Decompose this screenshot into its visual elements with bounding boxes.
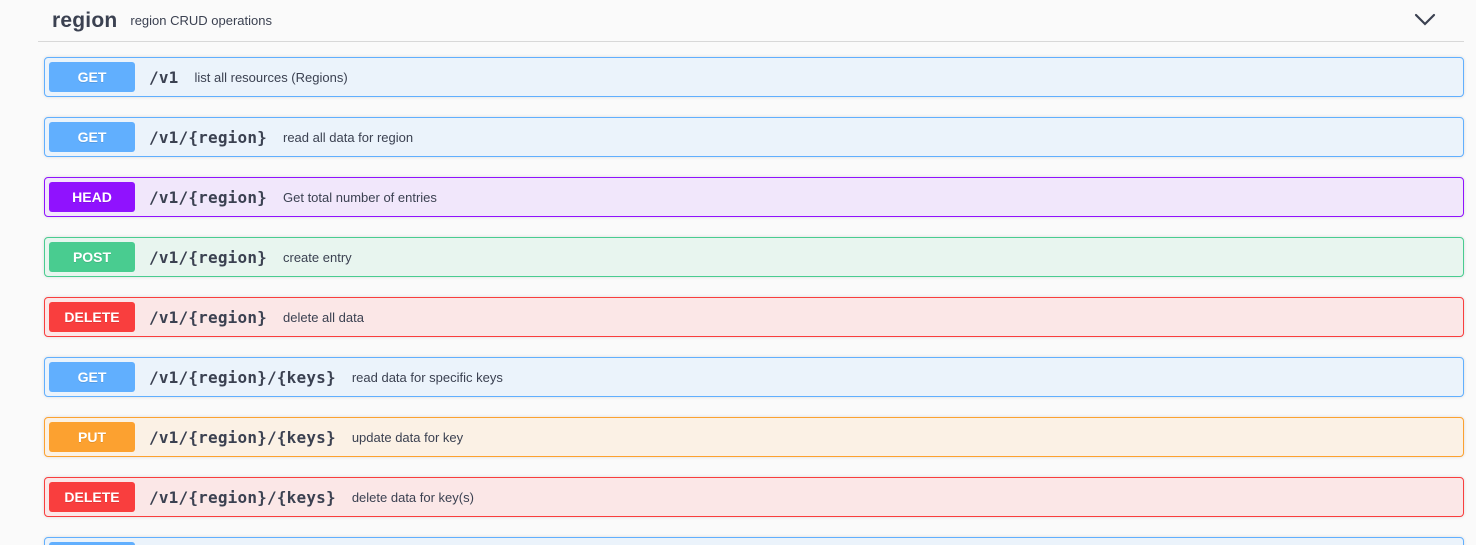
operation-path: /v1/{region} <box>149 127 267 147</box>
operation-row[interactable] <box>44 537 1464 545</box>
operation-row[interactable]: DELETE /v1/{region}/{keys} delete data f… <box>44 477 1464 517</box>
operation-summary: delete data for key(s) <box>351 490 474 505</box>
operation-row[interactable]: POST /v1/{region} create entry <box>44 237 1464 277</box>
operations-list: GET /v1 list all resources (Regions) GET… <box>44 57 1464 545</box>
method-badge[interactable]: GET <box>49 362 135 392</box>
operation-row[interactable]: HEAD /v1/{region} Get total number of en… <box>44 177 1464 217</box>
section-title: region <box>52 8 118 32</box>
operation-path: /v1/{region}/{keys} <box>149 427 336 447</box>
operation-path: /v1 <box>149 67 179 87</box>
operation-path: /v1/{region} <box>149 247 267 267</box>
operation-path: /v1/{region} <box>149 187 267 207</box>
operation-path: /v1/{region} <box>149 307 267 327</box>
method-badge[interactable] <box>49 542 135 545</box>
operation-summary: Get total number of entries <box>283 190 437 205</box>
operation-row[interactable]: GET /v1/{region}/{keys} read data for sp… <box>44 357 1464 397</box>
method-badge[interactable]: DELETE <box>49 482 135 512</box>
operation-summary: read all data for region <box>283 130 414 145</box>
collapse-section-button[interactable] <box>1410 9 1440 33</box>
method-badge[interactable]: PUT <box>49 422 135 452</box>
operation-summary: update data for key <box>351 430 464 445</box>
operation-path: /v1/{region}/{keys} <box>149 367 336 387</box>
method-badge[interactable]: GET <box>49 62 135 92</box>
operation-row[interactable]: PUT /v1/{region}/{keys} update data for … <box>44 417 1464 457</box>
method-badge[interactable]: POST <box>49 242 135 272</box>
operation-row[interactable]: DELETE /v1/{region} delete all data <box>44 297 1464 337</box>
method-badge[interactable]: GET <box>49 122 135 152</box>
operation-row[interactable]: GET /v1 list all resources (Regions) <box>44 57 1464 97</box>
method-badge[interactable]: DELETE <box>49 302 135 332</box>
operation-row[interactable]: GET /v1/{region} read all data for regio… <box>44 117 1464 157</box>
operation-summary: list all resources (Regions) <box>194 70 348 85</box>
tag-section-header[interactable]: region region CRUD operations <box>38 0 1464 42</box>
method-badge[interactable]: HEAD <box>49 182 135 212</box>
operation-summary: read data for specific keys <box>351 370 503 385</box>
operation-summary: create entry <box>283 250 352 265</box>
section-description: region CRUD operations <box>130 13 272 28</box>
operation-summary: delete all data <box>283 310 364 325</box>
operation-path: /v1/{region}/{keys} <box>149 487 336 507</box>
chevron-down-icon <box>1414 13 1436 29</box>
